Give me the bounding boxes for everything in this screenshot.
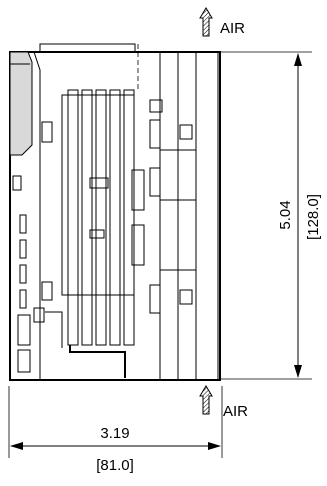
connector-front-8 xyxy=(41,121,53,143)
air-flow-arrow-bottom xyxy=(199,385,213,415)
connector-front-1 xyxy=(12,175,22,191)
height-value-mm: [128.0] xyxy=(305,194,322,240)
board-card-2 xyxy=(81,89,93,346)
rail-outer xyxy=(196,51,219,380)
connector-front-6 xyxy=(17,314,31,346)
board-card-1 xyxy=(67,89,79,346)
depth-arrowhead-right xyxy=(208,442,221,450)
board-card-5 xyxy=(123,89,135,346)
depth-value-mm: [81.0] xyxy=(96,457,134,474)
front-cover xyxy=(9,51,33,156)
height-value-inches: 5.04 xyxy=(277,200,294,229)
rail-clip-2 xyxy=(149,119,161,149)
internal-boards xyxy=(45,89,145,378)
wire xyxy=(45,311,63,348)
connector-front-5 xyxy=(19,289,27,309)
chip-a xyxy=(89,177,109,189)
air-label-bottom: AIR xyxy=(223,403,248,420)
air-label-top: AIR xyxy=(220,20,245,37)
connector-front-7 xyxy=(17,349,31,373)
rail-latch-2 xyxy=(179,289,193,305)
depth-dimension: 3.19 [81.0] xyxy=(8,386,223,474)
depth-arrowhead-left xyxy=(10,442,23,450)
height-arrowhead-top xyxy=(294,53,302,66)
rail-clip-4 xyxy=(149,284,161,314)
board-card-3 xyxy=(95,89,107,346)
device-outline xyxy=(9,51,221,381)
board-card-4 xyxy=(109,89,121,346)
device-body xyxy=(9,43,221,381)
connector-front-2 xyxy=(19,214,27,234)
air-flow-arrow-top xyxy=(199,7,213,37)
rear-rails xyxy=(149,51,219,380)
module-b xyxy=(131,224,145,266)
connector-front-10 xyxy=(33,307,45,323)
board-frame xyxy=(61,94,135,296)
connector-front-4 xyxy=(19,264,27,284)
height-arrowhead-bottom xyxy=(294,365,302,378)
height-dimension: 5.04 [128.0] xyxy=(178,51,322,380)
top-cover xyxy=(39,43,136,52)
depth-value-inches: 3.19 xyxy=(100,425,129,442)
connector-front-9 xyxy=(41,281,53,301)
rail-clip-3 xyxy=(149,167,161,197)
rail-clip-1 xyxy=(149,99,163,113)
connector-front-3 xyxy=(19,239,27,259)
front-connectors xyxy=(12,121,53,373)
rail-latch-1 xyxy=(179,124,193,140)
chip-b xyxy=(89,229,105,239)
cable xyxy=(69,345,126,378)
module-a xyxy=(131,169,145,211)
